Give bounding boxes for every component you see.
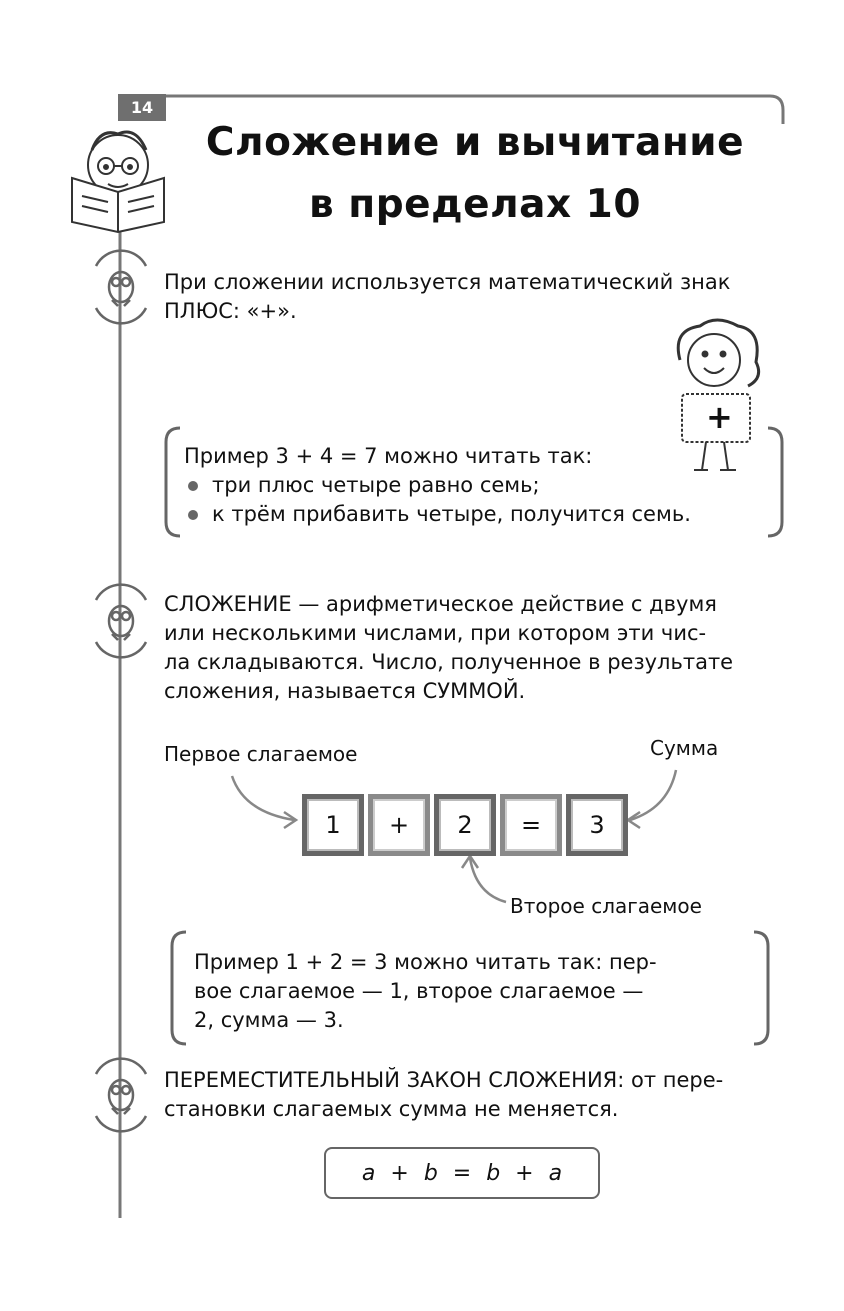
plus-definition-line: ПЛЮС: «+».: [164, 299, 297, 323]
definition-line: сложения, называется СУММОЙ.: [164, 679, 526, 703]
tile-second-addend: 2: [434, 794, 496, 856]
first-addend-label: Первое слагаемое: [164, 742, 358, 766]
plus-definition: При сложении используется математический…: [164, 268, 784, 326]
tile-equals: =: [500, 794, 562, 856]
example-1-bullet: к трём прибавить четыре, получится семь.: [184, 500, 764, 529]
example-2: Пример 1 + 2 = 3 можно читать так: пер- …: [194, 948, 750, 1035]
owl-icon: [94, 583, 148, 659]
header-frame: [166, 94, 785, 124]
second-addend-arrow: [468, 857, 507, 904]
tile-first-addend: 1: [302, 794, 364, 856]
example-2-line: 2, сумма — 3.: [194, 1008, 344, 1032]
plus-definition-line: При сложении используется математический…: [164, 270, 731, 294]
example-2-line: Пример 1 + 2 = 3 можно читать так: пер-: [194, 950, 657, 974]
example-2-line: вое слагаемое — 1, второе слагаемое —: [194, 979, 644, 1003]
owl-icon: [94, 249, 148, 325]
commutative-law-line: ПЕРЕМЕСТИТЕЛЬНЫЙ ЗАКОН СЛОЖЕНИЯ: от пере…: [164, 1068, 724, 1092]
example2-bracket-left: [170, 930, 187, 1046]
second-addend-label: Второе слагаемое: [510, 894, 702, 918]
tile-sum: 3: [566, 794, 628, 856]
page-title-line-1: Сложение и вычитание: [205, 120, 745, 165]
definition-line: СЛОЖЕНИЕ — арифметическое действие с дву…: [164, 592, 717, 616]
sum-arrow: [629, 769, 678, 822]
example2-bracket-right: [753, 930, 770, 1046]
page-number: 14: [118, 94, 166, 121]
definition-line: ла складываются. Число, полученное в рез…: [164, 650, 734, 674]
tile-plus: +: [368, 794, 430, 856]
sum-label: Сумма: [650, 736, 719, 760]
addition-definition: СЛОЖЕНИЕ — арифметическое действие с дву…: [164, 590, 784, 706]
first-addend-arrow: [230, 775, 295, 822]
definition-line: или несколькими числами, при котором эти…: [164, 621, 707, 645]
example-bracket-right: [767, 426, 784, 538]
girl-plus-sign: +: [706, 398, 733, 436]
owl-icon: [94, 1057, 148, 1133]
boy-reading-icon: [71, 130, 165, 234]
commutative-law: ПЕРЕМЕСТИТЕЛЬНЫЙ ЗАКОН СЛОЖЕНИЯ: от пере…: [164, 1066, 784, 1124]
example-1: Пример 3 + 4 = 7 можно читать так: три п…: [184, 442, 764, 529]
page-title-line-2: в пределах 10: [309, 182, 641, 227]
commutative-formula: a + b = b + a: [324, 1147, 600, 1199]
commutative-law-line: становки слагаемых сумма не меняется.: [164, 1097, 619, 1121]
example-1-intro: Пример 3 + 4 = 7 можно читать так:: [184, 444, 593, 468]
example-bracket-left: [164, 426, 181, 538]
girl-plus-illustration: [676, 318, 761, 471]
diagram-arrows: [230, 769, 678, 904]
example-1-bullet: три плюс четыре равно семь;: [184, 471, 764, 500]
